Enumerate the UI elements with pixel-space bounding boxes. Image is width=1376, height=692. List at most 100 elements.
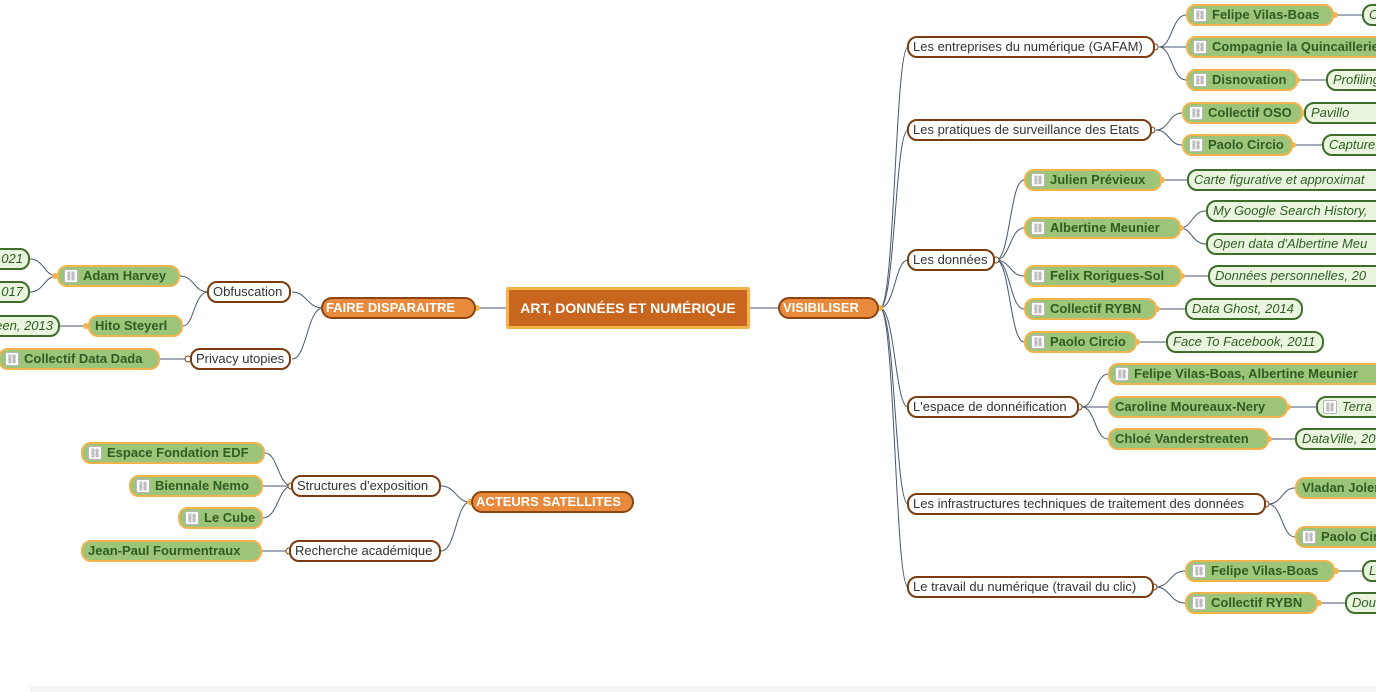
link-icon[interactable]: ⛓	[1323, 400, 1337, 414]
link-icon[interactable]: ⛓	[1192, 564, 1206, 578]
artist-felipe-vilas-boas[interactable]: ⛓ Felipe Vilas-Boas	[1186, 4, 1334, 26]
artist-label: Felix Rorigues-Sol	[1050, 268, 1165, 283]
topic-privacy-utopies[interactable]: Privacy utopies	[190, 348, 291, 370]
topic-visibiliser[interactable]: VISIBILISER	[778, 297, 879, 319]
artist-caroline-moureaux-nery[interactable]: Caroline Moureaux-Nery	[1108, 396, 1288, 418]
work-collectif-rybn-travail[interactable]: Dou	[1345, 592, 1376, 614]
work-open-data-albertine-meunier[interactable]: Open data d'Albertine Meu	[1206, 233, 1376, 255]
artist-label: Collectif RYBN	[1211, 595, 1303, 610]
artist-compagnie-quincaillerie[interactable]: ⛓ Compagnie la Quincaillerie	[1186, 36, 1376, 58]
artist-label: Paolo Circio	[1321, 529, 1376, 544]
link-icon[interactable]: ⛓	[1189, 138, 1203, 152]
artist-label: Felipe Vilas-Boas	[1211, 563, 1319, 578]
canvas-scroll-edge	[30, 686, 1376, 692]
artist-julien-previeux[interactable]: ⛓ Julien Prévieux	[1024, 169, 1162, 191]
link-icon[interactable]: ⛓	[136, 479, 150, 493]
artist-paolo-circio[interactable]: ⛓ Paolo Circio	[1295, 526, 1376, 548]
link-icon[interactable]: ⛓	[1031, 302, 1045, 316]
work-dataville[interactable]: DataVille, 20	[1295, 428, 1376, 450]
link-icon[interactable]: ⛓	[185, 511, 199, 525]
artist-disnovation[interactable]: ⛓ Disnovation	[1186, 69, 1298, 91]
work-collectif-oso[interactable]: Pavillo	[1304, 102, 1376, 124]
artist-label: Biennale Nemo	[155, 478, 249, 493]
actor-le-cube[interactable]: ⛓ Le Cube	[178, 507, 263, 529]
work-paolo-circio[interactable]: Capture	[1322, 134, 1376, 156]
artist-label: Compagnie la Quincaillerie	[1212, 39, 1376, 54]
artist-label: Adam Harvey	[83, 268, 167, 283]
artist-label: Paolo Circio	[1050, 334, 1126, 349]
artist-collectif-data-dada[interactable]: ⛓ Collectif Data Dada	[0, 348, 160, 370]
artist-label: Felipe Vilas-Boas, Albertine Meunier	[1134, 366, 1358, 381]
topic-travail-du-clic[interactable]: Le travail du numérique (travail du clic…	[907, 576, 1154, 598]
link-icon[interactable]: ⛓	[1031, 173, 1045, 187]
artist-label: Albertine Meunier	[1050, 220, 1160, 235]
link-icon[interactable]: ⛓	[1031, 269, 1045, 283]
link-icon[interactable]: ⛓	[1031, 221, 1045, 235]
artist-collectif-oso[interactable]: ⛓ Collectif OSO	[1182, 102, 1303, 124]
topic-obfuscation[interactable]: Obfuscation	[207, 281, 291, 303]
work-my-google-search-history[interactable]: My Google Search History,	[1206, 200, 1376, 222]
artist-vilas-boas-meunier[interactable]: ⛓ Felipe Vilas-Boas, Albertine Meunier	[1108, 363, 1376, 385]
artist-hito-steyerl[interactable]: Hito Steyerl	[88, 315, 183, 337]
artist-label: Julien Prévieux	[1050, 172, 1146, 187]
work-julien-previeux[interactable]: Carte figurative et approximat	[1187, 169, 1376, 191]
work-label: Terra	[1342, 399, 1372, 414]
link-icon[interactable]: ⛓	[1115, 367, 1129, 381]
artist-albertine-meunier[interactable]: ⛓ Albertine Meunier	[1024, 217, 1181, 239]
work-terra[interactable]: ⛓ Terra	[1316, 396, 1376, 418]
artist-label: Caroline Moureaux-Nery	[1115, 399, 1266, 414]
artist-label: Espace Fondation EDF	[107, 445, 249, 460]
link-icon[interactable]: ⛓	[1192, 596, 1206, 610]
artist-label: Vladan Joler	[1302, 480, 1376, 495]
work-adam-harvey-1[interactable]: 021	[0, 248, 30, 270]
link-icon[interactable]: ⛓	[1189, 106, 1203, 120]
artist-vladan-joler[interactable]: Vladan Joler	[1295, 477, 1376, 499]
work-data-ghost[interactable]: Data Ghost, 2014	[1185, 298, 1303, 320]
work-felipe-vilas-boas-travail[interactable]: L	[1362, 560, 1376, 582]
artist-collectif-rybn[interactable]: ⛓ Collectif RYBN	[1185, 592, 1318, 614]
topic-donnees[interactable]: Les données	[907, 249, 995, 271]
artist-label: Felipe Vilas-Boas	[1212, 7, 1320, 22]
central-topic[interactable]: ART, DONNÉES ET NUMÉRIQUE	[506, 287, 750, 329]
link-icon[interactable]: ⛓	[88, 446, 102, 460]
actor-biennale-nemo[interactable]: ⛓ Biennale Nemo	[129, 475, 263, 497]
link-icon[interactable]: ⛓	[64, 269, 78, 283]
artist-paolo-circio[interactable]: ⛓ Paolo Circio	[1182, 134, 1293, 156]
topic-gafam[interactable]: Les entreprises du numérique (GAFAM)	[907, 36, 1155, 58]
link-icon[interactable]: ⛓	[1193, 73, 1207, 87]
work-donnees-personnelles[interactable]: Données personnelles, 20	[1208, 265, 1376, 287]
artist-label: Collectif Data Dada	[24, 351, 143, 366]
artist-label: Paolo Circio	[1208, 137, 1284, 152]
topic-acteurs-satellites[interactable]: ACTEURS SATELLITES	[471, 491, 634, 513]
artist-adam-harvey[interactable]: ⛓ Adam Harvey	[57, 265, 180, 287]
actor-espace-fondation-edf[interactable]: ⛓ Espace Fondation EDF	[81, 442, 265, 464]
link-icon[interactable]: ⛓	[1031, 335, 1045, 349]
artist-label: Collectif OSO	[1208, 105, 1292, 120]
artist-label: Disnovation	[1212, 72, 1287, 87]
actor-jean-paul-fourmentraux[interactable]: Jean-Paul Fourmentraux	[81, 540, 262, 562]
topic-infrastructures[interactable]: Les infrastructures techniques de traite…	[907, 493, 1266, 515]
link-icon[interactable]: ⛓	[1193, 8, 1207, 22]
topic-recherche-academique[interactable]: Recherche académique	[289, 540, 441, 562]
work-adam-harvey-2[interactable]: 017	[0, 281, 30, 303]
link-icon[interactable]: ⛓	[1302, 530, 1316, 544]
topic-espace-donneification[interactable]: L'espace de donnéification	[907, 396, 1079, 418]
artist-label: Jean-Paul Fourmentraux	[88, 543, 241, 558]
artist-paolo-circio[interactable]: ⛓ Paolo Circio	[1024, 331, 1137, 353]
artist-felipe-vilas-boas[interactable]: ⛓ Felipe Vilas-Boas	[1185, 560, 1335, 582]
work-hito-steyerl[interactable]: een, 2013	[0, 315, 60, 337]
topic-faire-disparaitre[interactable]: FAIRE DISPARAITRE	[321, 297, 476, 319]
artist-collectif-rybn[interactable]: ⛓ Collectif RYBN	[1024, 298, 1157, 320]
link-icon[interactable]: ⛓	[5, 352, 19, 366]
work-disnovation[interactable]: Profiling	[1326, 69, 1376, 91]
artist-label: Le Cube	[204, 510, 256, 525]
work-felipe-vilas-boas[interactable]: C	[1362, 4, 1376, 26]
artist-felix-rorigues-sol[interactable]: ⛓ Felix Rorigues-Sol	[1024, 265, 1182, 287]
artist-chloe-vanderstreaten[interactable]: Chloé Vanderstreaten	[1108, 428, 1269, 450]
link-icon[interactable]: ⛓	[1193, 40, 1207, 54]
topic-structures-exposition[interactable]: Structures d'exposition	[291, 475, 441, 497]
topic-surveillance[interactable]: Les pratiques de surveillance des Etats	[907, 119, 1152, 141]
artist-label: Collectif RYBN	[1050, 301, 1142, 316]
work-face-to-facebook[interactable]: Face To Facebook, 2011	[1166, 331, 1324, 353]
